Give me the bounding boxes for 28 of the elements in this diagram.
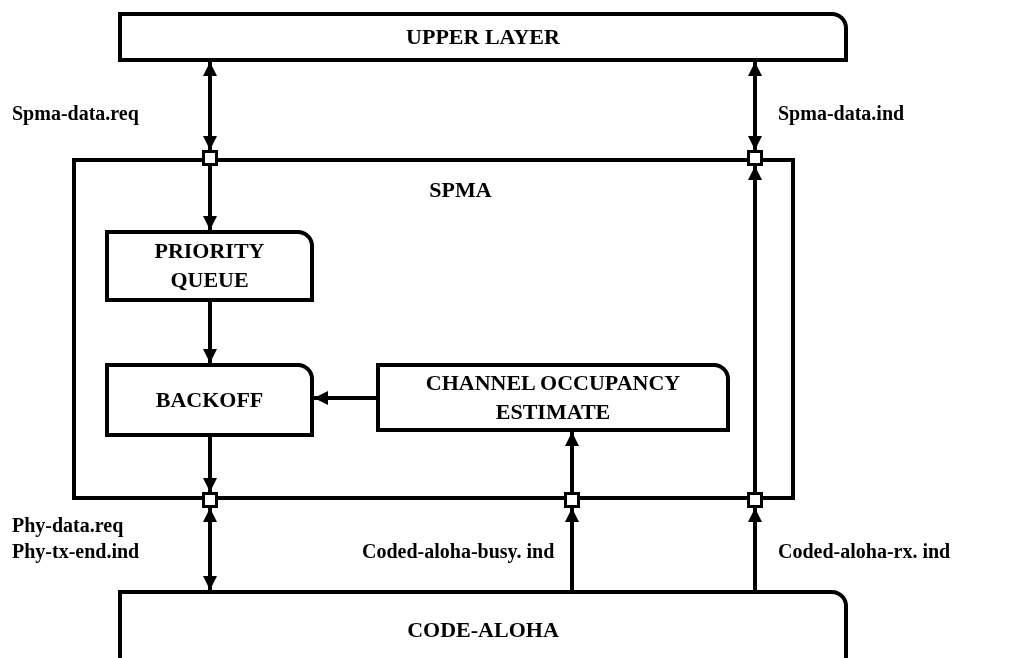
port-square xyxy=(202,150,218,166)
block-box xyxy=(105,230,314,302)
port-square xyxy=(747,150,763,166)
arrow xyxy=(203,437,217,492)
block-label: CODE-ALOHA xyxy=(407,615,559,644)
arrow xyxy=(203,302,217,363)
port-square xyxy=(202,492,218,508)
arrow xyxy=(748,166,762,492)
port-square xyxy=(747,492,763,508)
arrow xyxy=(203,508,217,590)
block-label: CHANNEL OCCUPANCY ESTIMATE xyxy=(424,368,682,426)
block-label: BACKOFF xyxy=(155,385,264,414)
arrow xyxy=(314,391,376,405)
block-box xyxy=(118,12,848,62)
block-label: PRIORITY QUEUE xyxy=(153,237,266,294)
arrow xyxy=(565,432,579,492)
arrow xyxy=(565,508,579,590)
module-title: SPMA xyxy=(429,176,492,204)
block-box xyxy=(105,363,314,437)
block-box xyxy=(376,363,730,432)
port-square xyxy=(564,492,580,508)
arrow xyxy=(748,62,762,150)
arrow xyxy=(748,508,762,590)
block-label: UPPER LAYER xyxy=(406,22,560,51)
module-frame xyxy=(72,158,795,500)
arrow xyxy=(203,166,217,230)
arrow xyxy=(203,62,217,150)
block-box xyxy=(118,590,848,658)
